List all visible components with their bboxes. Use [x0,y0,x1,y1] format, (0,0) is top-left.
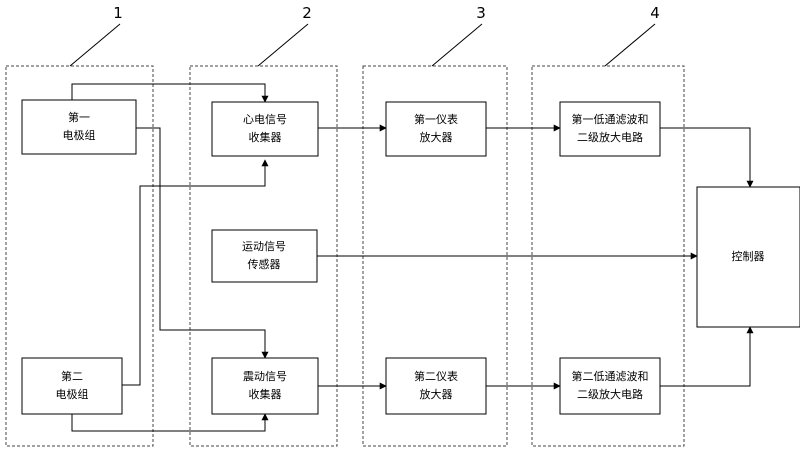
ecg-signal-collector-line2: 收集器 [249,130,282,144]
first-lowpass-filter-amp-line1: 第一低通滤波和 [572,112,649,126]
electrode-group-1-line1: 第一 [68,110,90,124]
first-instrument-amplifier-line2: 放大器 [420,130,453,144]
first-lowpass-filter-amp-line2: 二级放大电路 [577,130,643,144]
group-2-label: 2 [302,4,312,22]
first-lowpass-filter-amp: 第一低通滤波和 二级放大电路 [559,101,661,157]
group-3-leader [431,23,483,67]
wire-electrode2-to-vibration [71,413,269,432]
ecg-signal-collector-line1: 心电信号 [243,113,287,126]
first-instrument-amplifier: 第一仪表 放大器 [385,101,487,157]
group-1-frame [5,65,154,447]
ecg-signal-collector: 心电信号 收集器 [211,101,319,157]
vibration-signal-collector: 震动信号 收集器 [211,357,319,415]
wire-electrode2-to-ecg [122,159,269,386]
motion-signal-sensor: 运动信号 传感器 [211,229,318,283]
electrode-group-1-line2: 电极组 [63,128,96,142]
controller-label: 控制器 [732,249,765,263]
second-instrument-amplifier-line2: 放大器 [420,387,453,401]
vibration-signal-collector-line2: 收集器 [249,387,282,401]
electrode-group-2-line1: 第二 [61,369,83,383]
second-instrument-amplifier-line1: 第二仪表 [414,369,458,383]
second-lowpass-filter-amp-line2: 二级放大电路 [577,387,643,401]
group-1-label: 1 [113,4,123,22]
group-3-label: 3 [476,4,486,22]
wire-electrode1-to-ecg [71,83,269,103]
wire-electrode1-to-vibration [136,127,269,359]
first-instrument-amplifier-line1: 第一仪表 [414,112,458,126]
group-1-leader [69,23,121,67]
second-instrument-amplifier: 第二仪表 放大器 [385,357,487,415]
group-2-leader [257,23,309,67]
motion-signal-sensor-line2: 传感器 [248,258,281,271]
controller: 控制器 [696,186,800,328]
electrode-group-2-line2: 电极组 [56,387,89,401]
electrode-group-2: 第二 电极组 [21,357,123,415]
wire-filter1-to-controller [660,127,754,188]
second-lowpass-filter-amp: 第二低通滤波和 二级放大电路 [559,357,661,415]
wire-filter2-to-controller [660,326,754,387]
group-4-label: 4 [650,4,660,22]
electrode-group-1: 第一 电极组 [21,99,137,155]
motion-signal-sensor-line1: 运动信号 [242,240,286,253]
group-4-leader [604,23,656,67]
second-lowpass-filter-amp-line1: 第二低通滤波和 [572,369,649,383]
vibration-signal-collector-line1: 震动信号 [243,370,287,383]
